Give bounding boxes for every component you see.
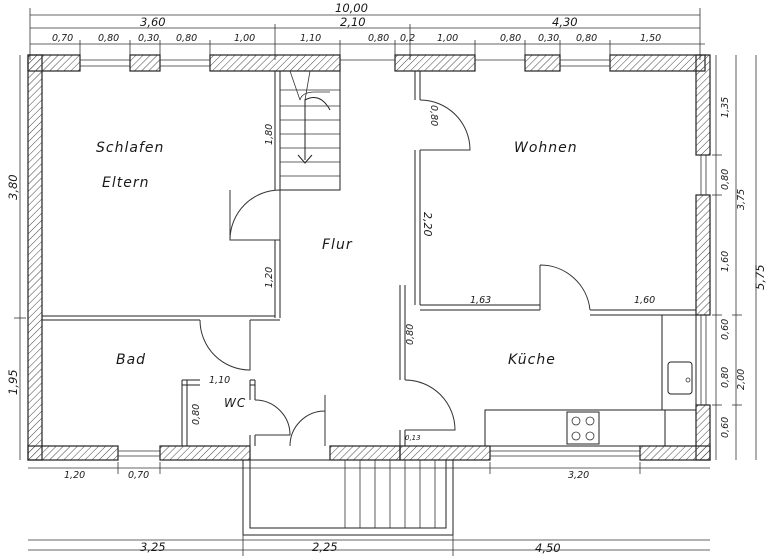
dim-kitchen-160: 1,60 (634, 295, 655, 306)
dim-top-right: 4,30 (552, 15, 578, 29)
room-label-eltern: Eltern (102, 175, 149, 191)
dim-top-row-4: 0,80 (176, 33, 197, 44)
dim-right-135: 1,35 (720, 97, 731, 118)
dim-top-row-12: 0,80 (576, 33, 597, 44)
dim-left-380: 3,80 (6, 174, 20, 200)
exterior-walls (27, 54, 711, 461)
staircase (279, 70, 341, 191)
dim-bottom-070: 0,70 (128, 470, 149, 481)
room-label-wohnen: Wohnen (514, 140, 578, 156)
room-label-flur: Flur (322, 237, 353, 253)
dim-top-row-6: 1,10 (300, 33, 321, 44)
dim-bottom-450: 4,50 (535, 541, 561, 555)
dim-bottom-120: 1,20 (64, 470, 85, 481)
dim-top-row-1: 0,70 (52, 33, 73, 44)
side-dimension-lines (14, 55, 757, 460)
entrance-steps (242, 459, 454, 536)
kitchen-appliances (566, 361, 693, 445)
dim-left-195: 1,95 (6, 369, 20, 395)
dim-top-row-9: 1,00 (437, 33, 458, 44)
dim-kitchen-163: 1,63 (470, 295, 491, 306)
dim-bottom-325: 3,25 (140, 540, 166, 554)
dim-stair-180: 1,80 (264, 124, 275, 145)
dim-right-575: 5,75 (753, 264, 767, 290)
dim-right-080a: 0,80 (720, 169, 731, 190)
room-label-wc: WC (224, 396, 246, 410)
doors (199, 99, 591, 447)
dim-top-row-13: 1,50 (640, 33, 661, 44)
interior-walls (42, 71, 697, 447)
dim-hall-120: 1,20 (264, 267, 275, 288)
dim-wall-220: 2,20 (421, 212, 434, 237)
dim-top-row-5: 1,00 (234, 33, 255, 44)
dim-top-row-2: 0,80 (98, 33, 119, 44)
dim-right-375: 3,75 (736, 189, 747, 210)
dim-top-row-3: 0,30 (138, 33, 159, 44)
dim-kitchen-080: 0,80 (405, 324, 416, 345)
dim-wc-110: 1,10 (209, 375, 230, 386)
dim-right-200: 2,00 (736, 369, 747, 390)
dim-door-080: 0,80 (428, 105, 439, 126)
room-label-schlafen: Schlafen (96, 140, 164, 156)
dim-top-row-11: 0,30 (538, 33, 559, 44)
dim-right-060b: 0,60 (720, 417, 731, 438)
dim-wc-080: 0,80 (191, 404, 202, 425)
bottom-dimension-lines (28, 462, 710, 556)
dim-top-row-7: 0,80 (368, 33, 389, 44)
dim-top-mid: 2,10 (340, 15, 366, 29)
room-label-bad: Bad (116, 352, 146, 368)
dim-top-row-10: 0,80 (500, 33, 521, 44)
dim-top-left: 3,60 (140, 15, 166, 29)
dim-top-row-8: 0,2 (400, 33, 415, 44)
dim-bottom-225: 2,25 (312, 540, 338, 554)
dim-right-080b: 0,80 (720, 367, 731, 388)
dim-small-013: 0,13 (405, 434, 421, 442)
top-row-dimensions: 0,70 0,80 0,30 0,80 1,00 1,10 0,80 0,2 1… (52, 33, 661, 44)
room-label-kueche: Küche (508, 352, 556, 368)
dim-top-total: 10,00 (335, 1, 368, 15)
dim-bottom-320: 3,20 (568, 470, 589, 481)
dim-right-060a: 0,60 (720, 319, 731, 340)
dim-right-160: 1,60 (720, 251, 731, 272)
